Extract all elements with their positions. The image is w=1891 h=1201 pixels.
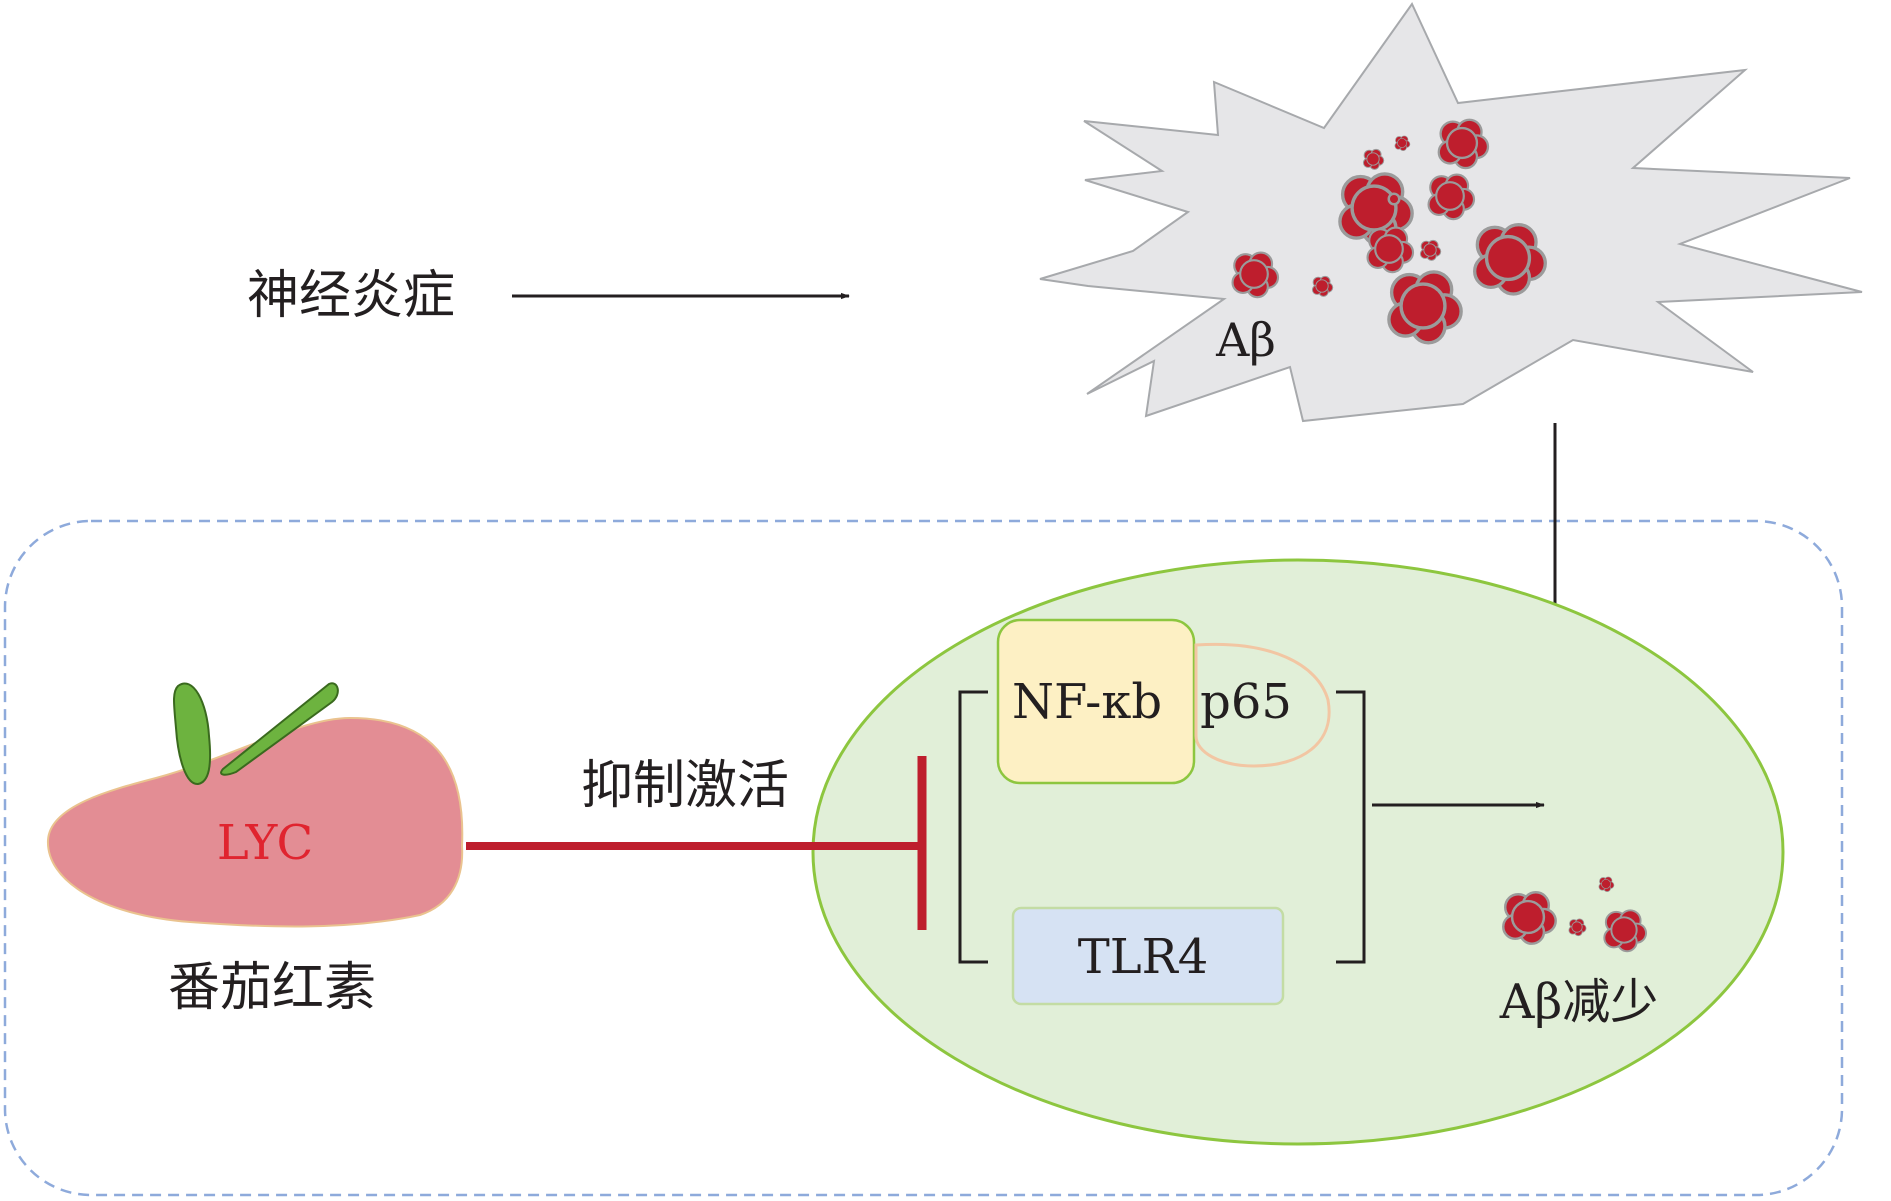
dashed-region-border (3, 519, 1844, 1197)
plaque (1387, 192, 1401, 206)
nfkb-label: NF-κb (1012, 674, 1162, 730)
lycopene-label: 番茄红素 (168, 958, 376, 1018)
leaf-icon (173, 682, 212, 785)
tlr4-box (1011, 906, 1285, 1006)
abeta-label: Aβ (1215, 313, 1276, 367)
leaf-icon (220, 682, 339, 776)
lyc-label: LYC (217, 815, 313, 871)
right-bracket (1336, 690, 1366, 964)
left-bracket (958, 690, 988, 964)
abeta-reduced-label: Aβ减少 (1499, 974, 1658, 1030)
inhibit-activation-label: 抑制激活 (581, 756, 789, 816)
amyloid-starburst: Aβ (1039, 2, 1863, 423)
tlr4-label: TLR4 (1078, 929, 1209, 985)
nfkb-box (996, 618, 1196, 785)
p65-label: p65 (1200, 674, 1292, 730)
tomato-body (46, 716, 464, 928)
neuroinflammation-label: 神经炎症 (247, 266, 455, 326)
tomato: LYC (46, 682, 464, 928)
p65-box (1194, 642, 1331, 768)
amyloid-plaques (1234, 121, 1544, 341)
